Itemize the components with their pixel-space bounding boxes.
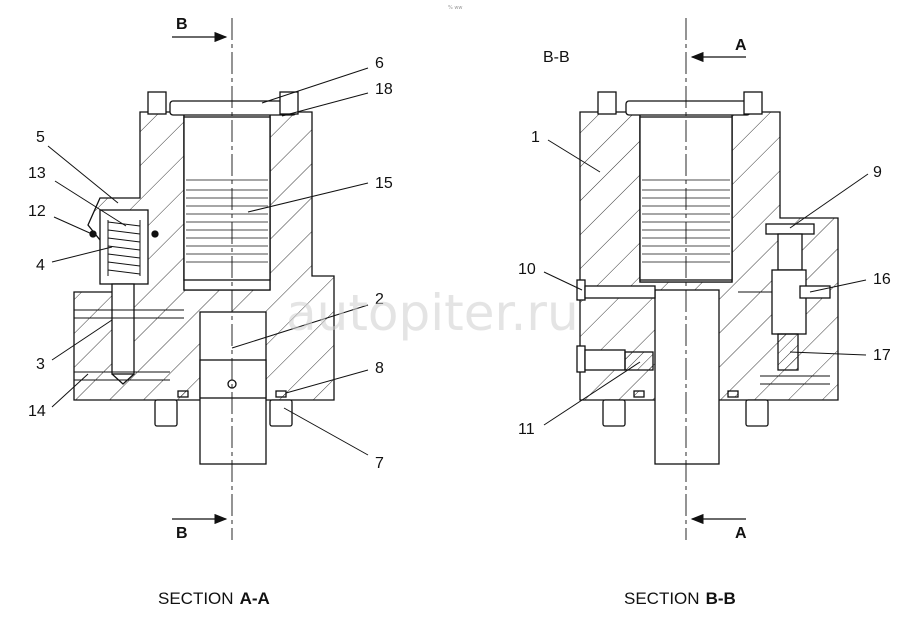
callout-11: 11: [518, 421, 535, 438]
rod-b: [654, 289, 720, 465]
valve-block-a: [99, 209, 149, 285]
cut-label-top-b: A: [735, 37, 747, 54]
watermark: autopiter.ru: [286, 284, 579, 342]
callout-7: 7: [375, 455, 384, 472]
cut-arrows-b: [690, 51, 746, 525]
cap-a: [169, 100, 297, 116]
corner-mark: % ww: [448, 5, 463, 11]
callout-16: 16: [873, 271, 891, 288]
callout-2: 2: [375, 291, 384, 308]
callout-6: 6: [375, 55, 384, 72]
cut-arrows-a: [172, 31, 228, 525]
cut-label-bottom-b: A: [735, 525, 747, 542]
section-a-a-view: [73, 18, 335, 540]
cap-b: [625, 100, 751, 116]
callouts-a: 6 18 5 13 12 15 4 2 3 8 14 7: [28, 55, 393, 472]
callout-10: 10: [518, 261, 536, 278]
callout-17: 17: [873, 347, 891, 364]
section-b-b-view: [576, 18, 839, 540]
callout-5: 5: [36, 129, 45, 146]
callout-3: 3: [36, 356, 45, 373]
piston-a: [183, 116, 271, 281]
callout-8: 8: [375, 360, 384, 377]
callouts-b: 1 9 10 16 17 11: [518, 129, 891, 438]
callout-9: 9: [873, 164, 882, 181]
leaders-b: [543, 139, 869, 426]
cut-label-top-a: B: [176, 16, 188, 33]
callout-14: 14: [28, 403, 46, 420]
callout-13: 13: [28, 165, 46, 182]
callout-15: 15: [375, 175, 393, 192]
callout-4: 4: [36, 257, 45, 274]
callout-12: 12: [28, 203, 46, 220]
section-b-header: B-B: [543, 49, 570, 66]
callout-1: 1: [531, 129, 540, 146]
cut-label-bottom-a: B: [176, 525, 188, 542]
callout-18: 18: [375, 81, 393, 98]
leaders-a: [47, 67, 369, 456]
